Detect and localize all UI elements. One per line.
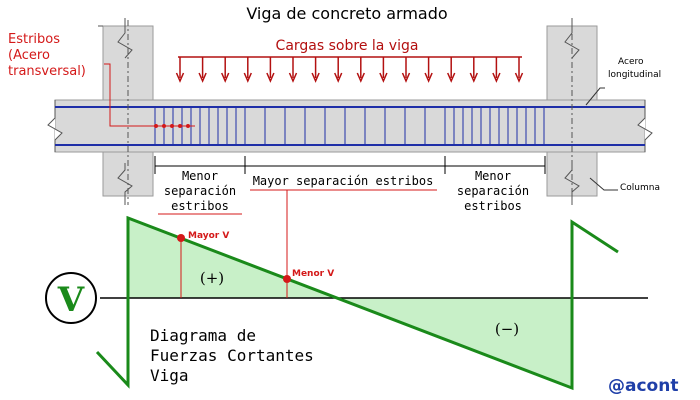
load-arrow-head xyxy=(266,72,275,83)
load-arrows xyxy=(175,56,524,83)
stirrups-label-line3: transversal) xyxy=(8,64,86,79)
shear-diagram: Mayor V Menor V (+) (−) xyxy=(95,190,648,391)
load-arrow-head xyxy=(492,72,501,83)
caption-line2: Fuerzas Cortantes xyxy=(150,346,314,365)
max-v-label: Mayor V xyxy=(188,231,229,241)
credit-text: @acont xyxy=(608,376,678,396)
shear-line xyxy=(95,215,619,391)
load-arrow-head xyxy=(175,72,185,83)
beam xyxy=(47,99,653,153)
load-arrow-head xyxy=(514,72,524,83)
load-arrow-head xyxy=(401,72,411,83)
caption-line3: Viga xyxy=(150,366,189,385)
load-arrow-head xyxy=(469,72,478,83)
left-zone-label-line1: Menor xyxy=(182,169,218,183)
long-steel-annotation: Acero longitudinal xyxy=(585,57,661,106)
load-arrow-head xyxy=(356,72,365,83)
stirrups-annotation: Estribos (Acero transversal) xyxy=(8,32,195,128)
negative-sign: (−) xyxy=(495,320,519,338)
shear-symbol: V xyxy=(45,272,97,324)
loads-label: Cargas sobre la viga xyxy=(276,38,419,54)
right-zone-label-line3: estribos xyxy=(464,199,522,213)
left-zone-label-line3: estribos xyxy=(171,199,229,213)
load-arrow-head xyxy=(288,72,298,83)
right-zone-label-line1: Menor xyxy=(475,169,511,183)
right-zone-label-line2: separación xyxy=(457,184,529,198)
zone-dimension-lines xyxy=(154,156,546,174)
load-arrow-head xyxy=(243,72,252,83)
diagram-title: Viga de concreto armado xyxy=(246,4,447,23)
max-v-point xyxy=(177,234,185,242)
load-arrow-head xyxy=(379,72,388,83)
load-arrow-head xyxy=(221,72,230,83)
stirrups-label-line1: Estribos xyxy=(8,32,60,47)
load-arrow-head xyxy=(424,72,433,83)
stirrups-label-line2: (Acero xyxy=(8,48,50,63)
long-steel-label-line1: Acero xyxy=(618,57,644,67)
longitudinal-steel xyxy=(55,106,645,146)
shear-symbol-letter: V xyxy=(57,280,85,320)
min-v-point xyxy=(283,275,291,283)
stirrups-group xyxy=(154,107,545,145)
center-zone-label: Mayor separación estribos xyxy=(253,174,434,188)
min-v-label: Menor V xyxy=(292,269,334,279)
caption-line1: Diagrama de xyxy=(150,326,256,345)
load-arrow-head xyxy=(198,72,207,83)
left-zone-label-line2: separación xyxy=(164,184,236,198)
load-arrow-head xyxy=(334,72,343,83)
load-arrow-head xyxy=(311,72,320,83)
positive-sign: (+) xyxy=(200,269,224,287)
load-arrow-head xyxy=(447,72,456,83)
long-steel-label-line2: longitudinal xyxy=(608,70,661,80)
column-annotation: Columna xyxy=(589,177,660,193)
column-label: Columna xyxy=(620,183,660,193)
